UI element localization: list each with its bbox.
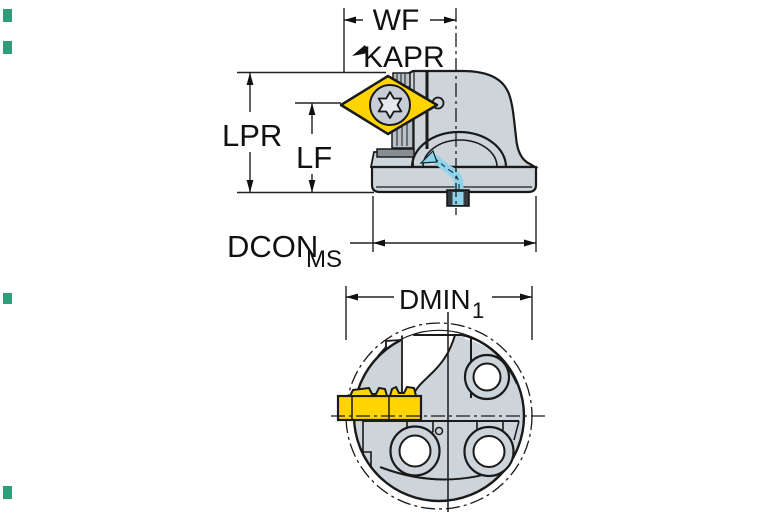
sweep-edge [412,334,456,397]
screw-hole-lower-left [389,425,441,477]
wf-label: WF [373,4,420,37]
lf-label: LF [296,140,332,175]
edge-marker [3,9,12,22]
dimension-dmin: DMIN 1 [345,284,533,340]
arrow-left-icon [346,293,358,301]
front-view [331,312,548,512]
arrow-right-icon [524,239,536,247]
arrow-left-icon [344,16,356,24]
dmin-label: DMIN [399,284,471,315]
dimension-dcon: DCON MS [227,196,537,273]
dcon-subscript: MS [306,246,342,273]
chipbreaker-bump [389,386,417,397]
edge-marker [3,293,12,304]
pocket-relief [400,335,455,396]
arrow-right-icon [520,293,532,301]
dimension-lpr: LPR [222,72,282,193]
dimension-wf: WF [343,4,456,72]
arrow-up-icon [246,72,254,85]
arrow-down-icon [308,180,316,193]
dmin-subscript: 1 [472,298,484,323]
screw-hole-upper-right [463,353,511,401]
arrow-right-icon [444,16,456,24]
arrow-down-icon [246,180,254,193]
clamp-band-left [362,421,372,467]
coolant-channel [419,149,470,207]
edge-markers [3,9,12,499]
dome-arch-inner [422,139,498,168]
edge-marker [3,486,12,499]
side-view [339,8,539,215]
side-view-dimensions: WF KAPR LPR LF DCON [222,4,537,273]
dome-arch-outer [410,130,508,168]
torx-screw-icon [377,91,403,119]
kapr-label: KAPR [363,41,445,74]
coolant-outlet [452,192,464,205]
step-notch [377,339,402,357]
chipbreaker-bump [349,387,388,397]
arrow-up-icon [308,103,316,115]
lpr-label: LPR [222,118,282,153]
shim-plate [376,148,415,158]
tool-body-side [402,69,539,169]
shoulder-edge [461,334,518,385]
coolant-arrow-icon [419,149,438,164]
edge-marker [3,41,12,54]
clamp-band-right [513,420,520,441]
insert-edge-view [336,386,423,422]
screw-hole-lower-right [463,425,515,478]
dimension-lf: LF [296,103,332,193]
top-flat-gap [413,330,465,335]
dimension-kapr: KAPR [352,41,445,74]
kapr-arrow-icon [352,45,368,56]
pin-hole-front [434,426,444,436]
arrow-left-icon [373,239,385,247]
dcon-label: DCON [227,229,318,264]
